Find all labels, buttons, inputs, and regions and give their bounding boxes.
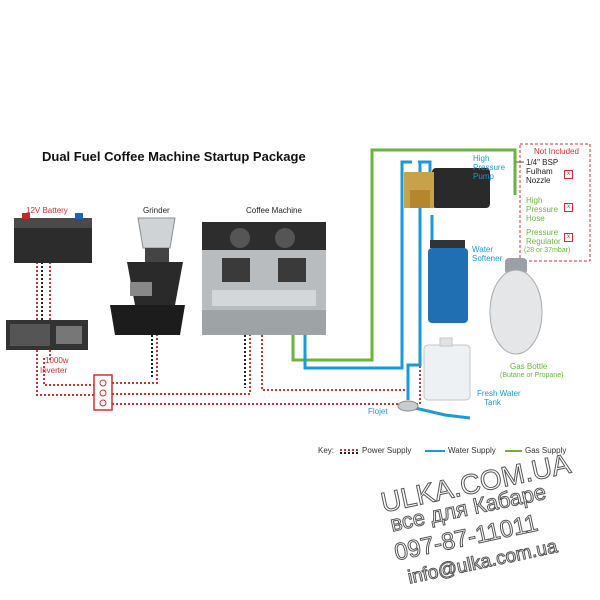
label-pump-line-3: Pump: [473, 172, 494, 181]
key-gas-supply: Gas Supply: [525, 446, 567, 455]
not-included-item-2-mark: x: [564, 203, 573, 212]
not-included-item-1-mark: x: [564, 170, 573, 179]
label-grinder: Grinder: [143, 206, 170, 215]
power-splitter-illustration: [93, 374, 113, 411]
battery-illustration: [14, 213, 92, 263]
not-included-item-3-line-3: (28 or 37mbar): [524, 247, 571, 254]
key-label: Key:: [318, 446, 335, 455]
label-flojet: Flojet: [368, 407, 388, 416]
label-pump-line-1: High: [473, 154, 490, 163]
flojet-illustration: [397, 400, 419, 412]
not-included-item-2-line-3: Hose: [526, 214, 545, 223]
not-included-item-1-line-1: 1/4" BSP: [526, 158, 559, 167]
fresh-water-tank-illustration: [423, 337, 471, 401]
label-inverter-line-1: 1000w: [45, 356, 69, 365]
not-included-item-1-line-3: Nozzle: [526, 176, 551, 185]
diagram-title: Dual Fuel Coffee Machine Startup Package: [42, 149, 306, 164]
not-included-box: [519, 143, 591, 262]
not-included-item-3-line-1: Pressure: [526, 228, 559, 237]
label-gas-line-2: (Butane or Propane): [500, 372, 564, 379]
not-included-item-2-line-2: Pressure: [526, 205, 559, 214]
gas-supply-line: [291, 148, 517, 362]
grinder-illustration: [110, 217, 185, 335]
key-water-supply: Water Supply: [448, 446, 496, 455]
not-included-item-2-line-1: High: [526, 196, 543, 205]
label-pump-line-2: Pressure: [473, 163, 506, 172]
gas-bottle-illustration: [489, 258, 543, 355]
not-included-heading: Not Included: [534, 147, 579, 156]
power-lines-black: [41, 258, 246, 388]
not-included-item-3-mark: x: [564, 233, 573, 242]
label-softener-line-2: Softener: [472, 254, 503, 263]
label-tank-line-1: Fresh Water: [477, 389, 521, 398]
label-softener-line-1: Water: [472, 245, 494, 254]
label-coffee-machine: Coffee Machine: [246, 206, 302, 215]
label-inverter-line-2: Inverter: [40, 366, 68, 375]
key-power-supply: Power Supply: [362, 446, 412, 455]
key-swatches: [340, 449, 522, 454]
not-included-item-3-line-2: Regulator: [526, 237, 561, 246]
coffee-machine-illustration: [202, 222, 326, 335]
not-included-item-1-line-2: Fulham: [526, 167, 553, 176]
label-tank-line-2: Tank: [484, 398, 501, 407]
label-gas-line-1: Gas Bottle: [510, 362, 548, 371]
label-battery: 12V Battery: [26, 206, 68, 215]
inverter-illustration: [6, 320, 88, 350]
water-softener-illustration: [428, 240, 468, 323]
water-supply-lines: [303, 160, 471, 420]
pump-illustration: [404, 168, 490, 208]
